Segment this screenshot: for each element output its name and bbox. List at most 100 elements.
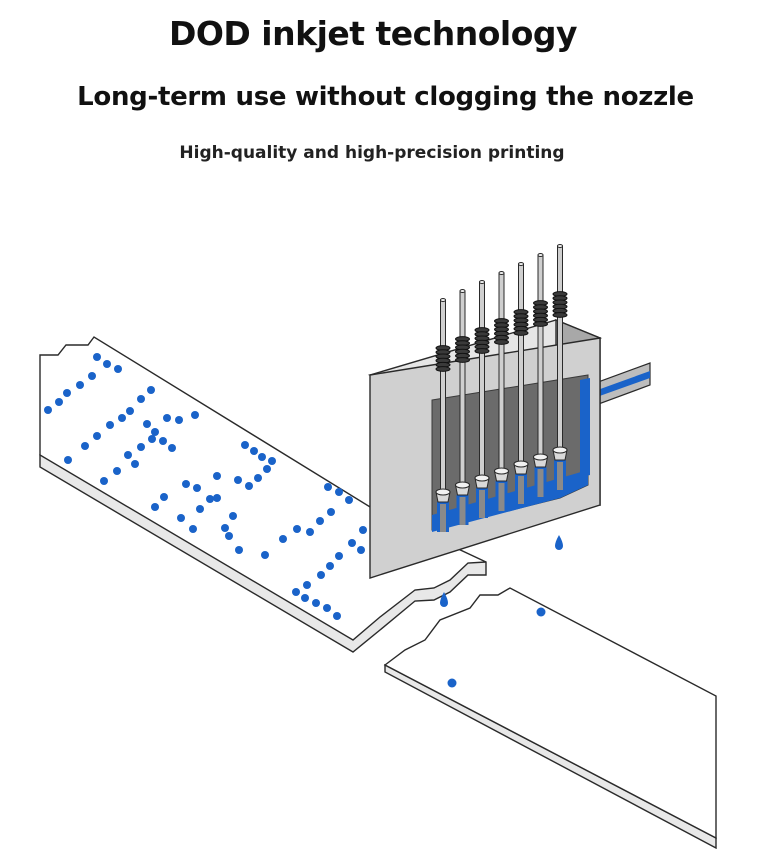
printed-dot: [301, 594, 309, 602]
printed-dot: [159, 437, 167, 445]
printed-dot: [160, 493, 168, 501]
rod-cap: [557, 244, 563, 248]
piezo-spring-icon: [513, 330, 529, 336]
printed-dot: [317, 571, 325, 579]
nozzle-unit: [474, 280, 490, 518]
printed-dot: [113, 467, 121, 475]
printed-dot: [327, 508, 335, 516]
printed-dot: [279, 535, 287, 543]
printed-dot: [258, 453, 266, 461]
paper-surface-right: [383, 587, 717, 840]
rod-cap: [440, 298, 446, 302]
printed-dot: [225, 532, 233, 540]
printed-dot: [143, 420, 151, 428]
printed-dot: [213, 494, 221, 502]
printed-dot: [151, 428, 159, 436]
printed-dot: [359, 526, 367, 534]
nozzle-head: [435, 488, 451, 496]
printed-dot: [106, 421, 114, 429]
printed-dot: [131, 460, 139, 468]
printed-dot: [64, 456, 72, 464]
printed-dot: [100, 477, 108, 485]
nozzle-unit: [532, 253, 549, 497]
nozzle-unit: [454, 289, 471, 525]
ink-supply-channel: [592, 371, 650, 398]
printed-dot: [234, 476, 242, 484]
piezo-rod: [440, 299, 446, 493]
printed-dot: [63, 389, 71, 397]
printed-dot: [124, 451, 132, 459]
printed-dot: [151, 503, 159, 511]
printed-dot: [88, 372, 96, 380]
piezo-spring-icon: [435, 366, 451, 372]
blank-paper-strip: [383, 587, 717, 849]
printed-dot: [250, 447, 258, 455]
printed-dot: [221, 524, 229, 532]
nozzle-wall: [498, 483, 505, 511]
piezo-spring-icon: [474, 348, 490, 354]
rod-cap: [459, 289, 466, 293]
printed-dot: [326, 562, 334, 570]
rod-cap: [518, 262, 524, 266]
printed-dot: [163, 414, 171, 422]
printed-dot: [103, 360, 111, 368]
printed-dot: [293, 525, 301, 533]
printed-dot: [189, 525, 197, 533]
printed-dot: [213, 472, 221, 480]
piezo-spring-icon: [455, 357, 470, 363]
printed-ink-dots: [44, 353, 367, 620]
printed-dot: [191, 411, 199, 419]
nozzle-head: [513, 460, 529, 468]
printed-dot: [357, 546, 365, 554]
piezo-rod: [459, 290, 466, 486]
printed-dot: [333, 612, 341, 620]
printed-dot: [114, 365, 122, 373]
printed-dot: [229, 512, 237, 520]
ink-droplet-icon: [555, 535, 563, 550]
printed-dot: [268, 457, 276, 465]
ink-reservoir: [432, 470, 588, 532]
printed-dot: [261, 551, 269, 559]
ink-dot: [536, 607, 546, 617]
printed-dot: [292, 588, 300, 596]
page-subtitle: Long-term use without clogging the nozzl…: [77, 82, 694, 112]
nozzle-wall: [518, 476, 524, 504]
printed-dot: [254, 474, 262, 482]
printed-dot: [55, 398, 63, 406]
nozzle-wall: [440, 504, 446, 532]
printed-dot: [348, 539, 356, 547]
nozzle-head: [533, 453, 548, 461]
page-tagline: High-quality and high-precision printing: [179, 143, 565, 163]
ink-dot: [447, 678, 457, 688]
printed-dot: [335, 488, 343, 496]
rod-cap: [498, 271, 505, 275]
ink-feed-channel: [580, 378, 590, 478]
printed-dot: [196, 505, 204, 513]
page-title: DOD inkjet technology: [168, 14, 578, 53]
nozzle-unit: [493, 271, 510, 511]
nozzle-head: [474, 474, 490, 482]
nozzle-wall: [459, 497, 466, 525]
printed-dot: [303, 581, 311, 589]
printed-dot: [345, 496, 353, 504]
piezo-spring-icon: [552, 312, 568, 318]
printed-dot: [206, 495, 214, 503]
nozzle-wall: [537, 469, 544, 497]
printed-dot: [306, 528, 314, 536]
print-head: [367, 244, 651, 579]
printed-dot: [182, 480, 190, 488]
rod-cap: [537, 253, 544, 257]
nozzle-head: [494, 467, 509, 475]
piezo-spring-icon: [494, 339, 509, 345]
printed-dot: [76, 381, 84, 389]
nozzle-unit: [552, 244, 568, 490]
printed-dot: [312, 599, 320, 607]
printed-dot: [93, 432, 101, 440]
printed-dot: [235, 546, 243, 554]
printed-dot: [137, 443, 145, 451]
printed-dot: [323, 604, 331, 612]
nozzle-head: [455, 481, 470, 489]
piezo-rod: [537, 254, 544, 458]
printed-dot: [81, 442, 89, 450]
